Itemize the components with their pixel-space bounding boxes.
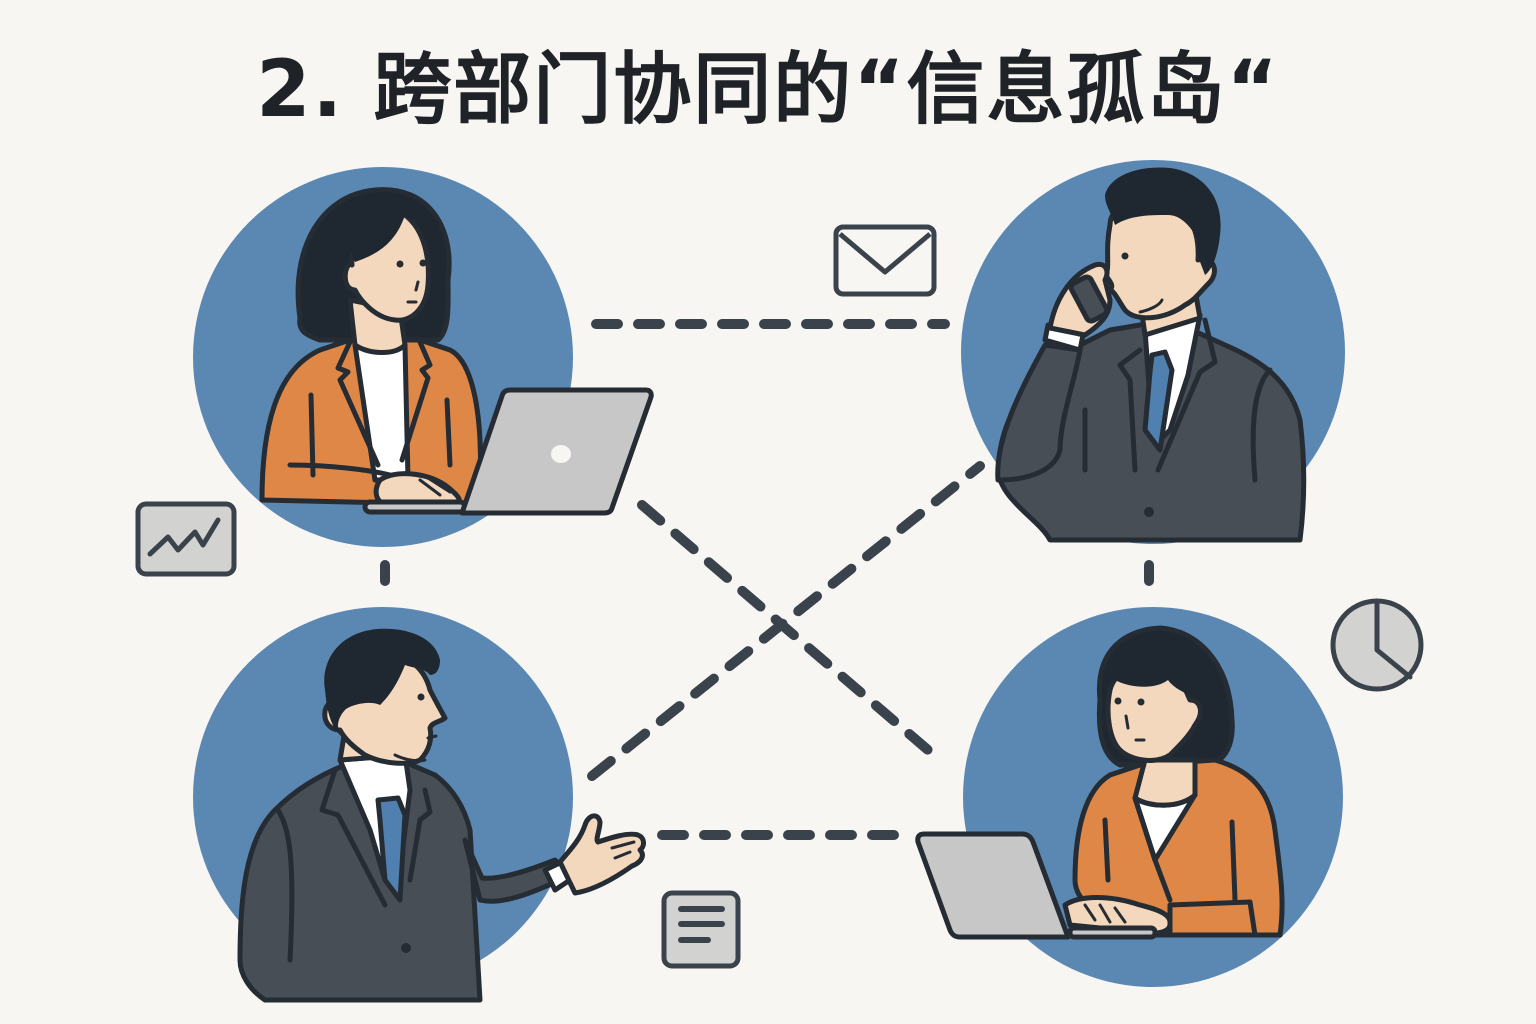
envelope-icon bbox=[833, 224, 937, 297]
laptop-bottom-right bbox=[915, 831, 1071, 940]
line-chart-icon bbox=[135, 501, 237, 577]
person-bottom-left-man-gesturing bbox=[237, 628, 646, 1003]
person-bottom-right-woman bbox=[1062, 625, 1285, 940]
connector-diagonal-tl-br bbox=[637, 500, 947, 767]
pie-chart-icon bbox=[1330, 598, 1424, 692]
connector-diagonal-bl-tr bbox=[587, 461, 985, 781]
page-title: 2. 跨部门协同的“信息孤岛“ bbox=[256, 45, 1280, 135]
document-icon bbox=[661, 890, 741, 969]
laptop-top-left bbox=[459, 387, 654, 516]
person-top-left-woman bbox=[259, 187, 485, 515]
connector-lines bbox=[380, 319, 1154, 840]
person-top-right-man-on-phone bbox=[995, 167, 1307, 543]
